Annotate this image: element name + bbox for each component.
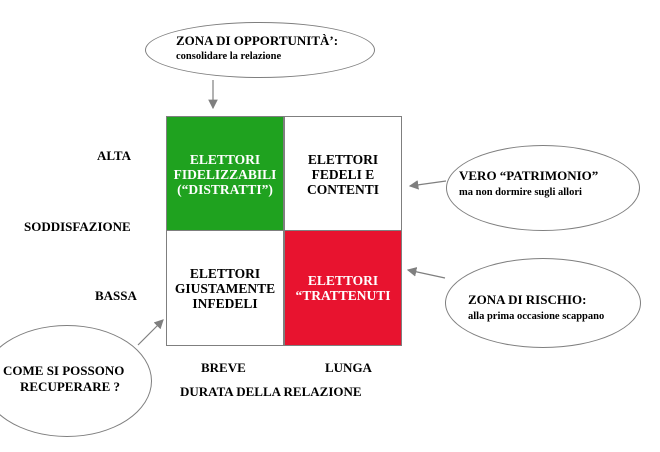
cell-trattenuti: ELETTORI “TRATTENUTI [284, 230, 402, 346]
x-axis-title: DURATA DELLA RELAZIONE [180, 384, 362, 399]
callout-risk-sub: alla prima occasione scappano [468, 311, 605, 322]
callout-risk: ZONA DI RISCHIO: alla prima occasione sc… [445, 258, 641, 348]
arrow-recover [137, 319, 164, 346]
y-axis-title: SODDISFAZIONE [24, 219, 131, 234]
callout-recover-line1: COME SI POSSONO [3, 363, 125, 378]
callout-recover: COME SI POSSONO RECUPERARE ? [0, 325, 152, 437]
callout-patrimony-sub: ma non dormire sugli allori [459, 187, 582, 198]
cell-fedeli-contenti: ELETTORI FEDELI E CONTENTI [284, 116, 402, 232]
callout-patrimony-title: VERO “PATRIMONIO” [459, 168, 599, 183]
arrow-risk [406, 267, 446, 279]
callout-patrimony: VERO “PATRIMONIO” ma non dormire sugli a… [446, 145, 640, 231]
callout-opportunity: ZONA DI OPPORTUNITÀ’: consolidare la rel… [145, 22, 375, 78]
callout-opportunity-sub: consolidare la relazione [176, 51, 282, 62]
y-high-label: ALTA [97, 148, 131, 163]
x-long-label: LUNGA [325, 360, 372, 375]
callout-opportunity-title: ZONA DI OPPORTUNITÀ’: [176, 33, 339, 48]
callout-recover-line2: RECUPERARE ? [20, 379, 121, 394]
arrow-patrimony [408, 180, 447, 190]
cell-giustamente-infedeli: ELETTORI GIUSTAMENTE INFEDELI [166, 230, 284, 346]
cell-fidelizzabili: ELETTORI FIDELIZZABILI (“DISTRATTI”) [166, 116, 284, 232]
y-low-label: BASSA [95, 288, 137, 303]
x-short-label: BREVE [201, 360, 246, 375]
callout-risk-title: ZONA DI RISCHIO: [468, 292, 587, 307]
